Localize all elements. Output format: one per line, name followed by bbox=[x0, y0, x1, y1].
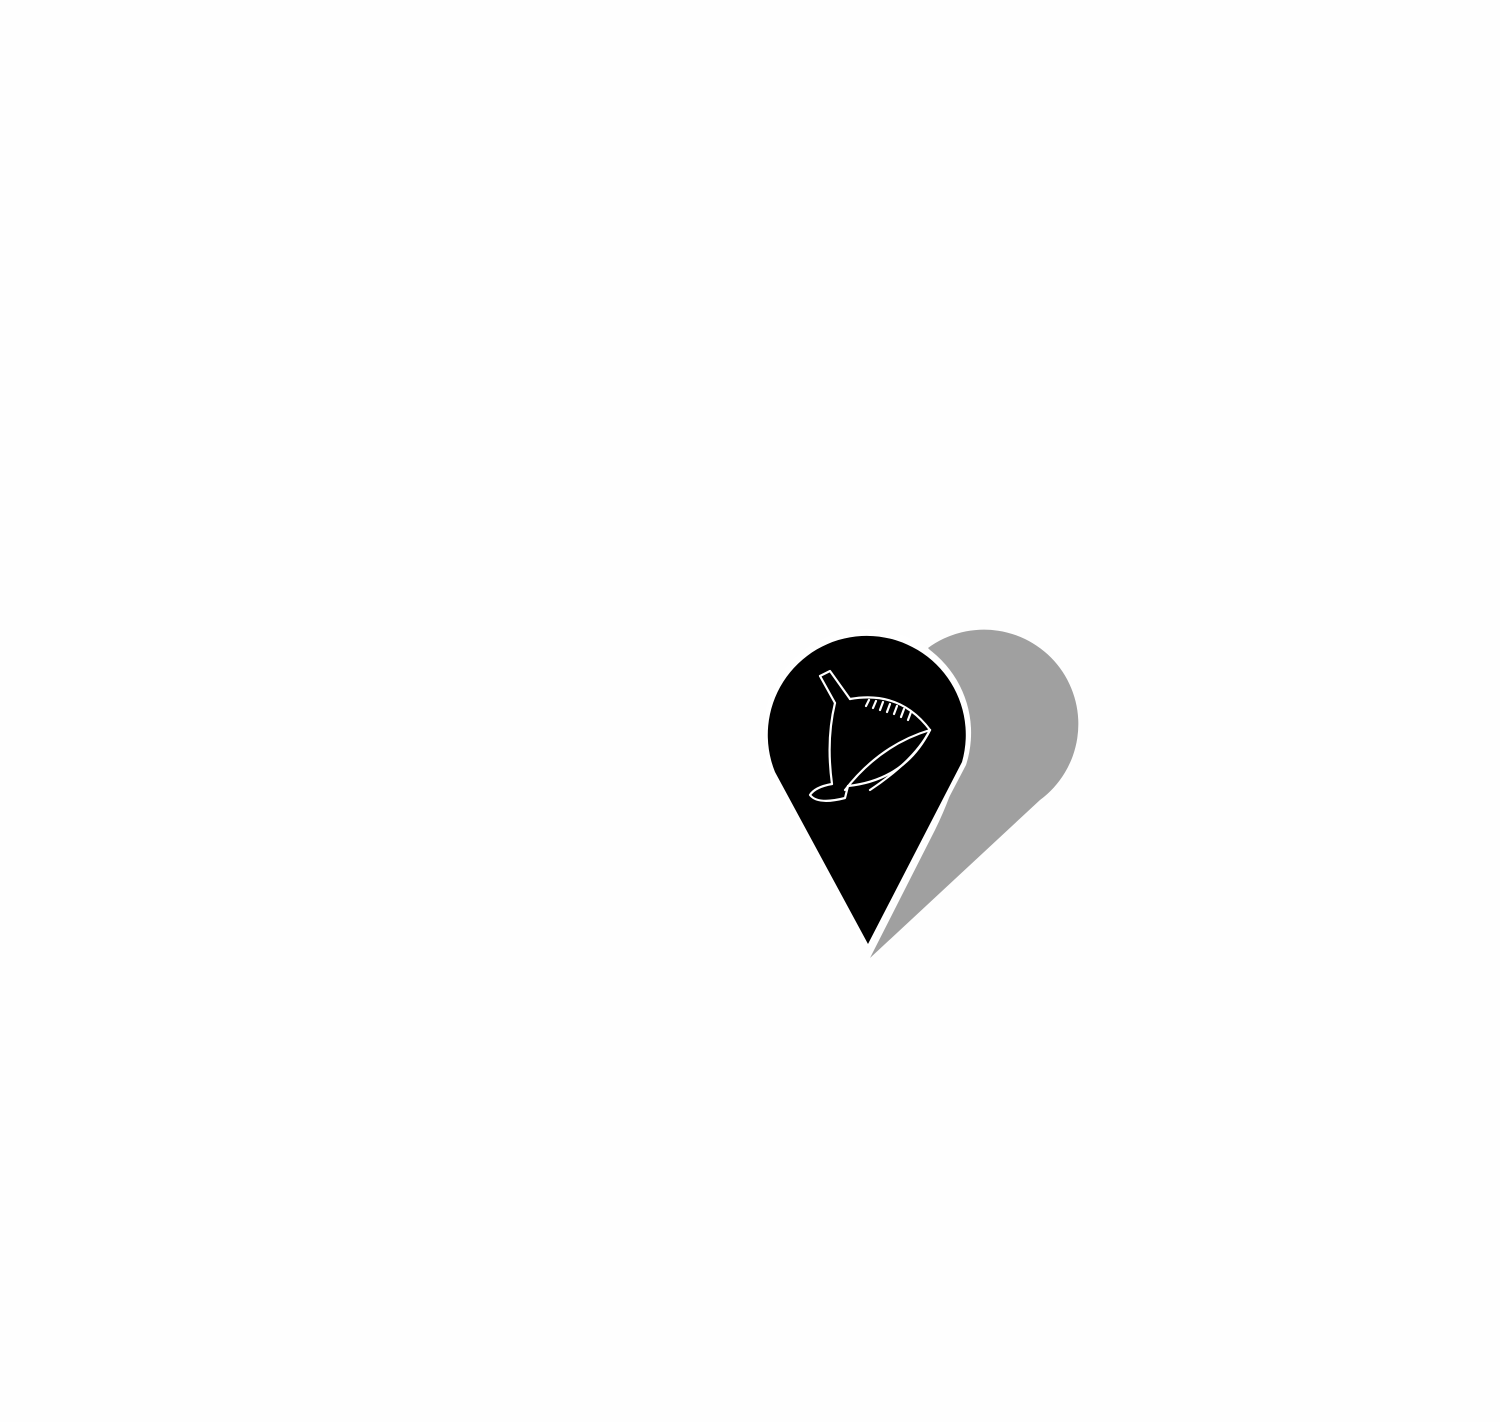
funnel-icon bbox=[808, 669, 932, 802]
map-pin-shadow bbox=[870, 629, 1079, 958]
map-pin-icon[interactable] bbox=[763, 628, 972, 952]
